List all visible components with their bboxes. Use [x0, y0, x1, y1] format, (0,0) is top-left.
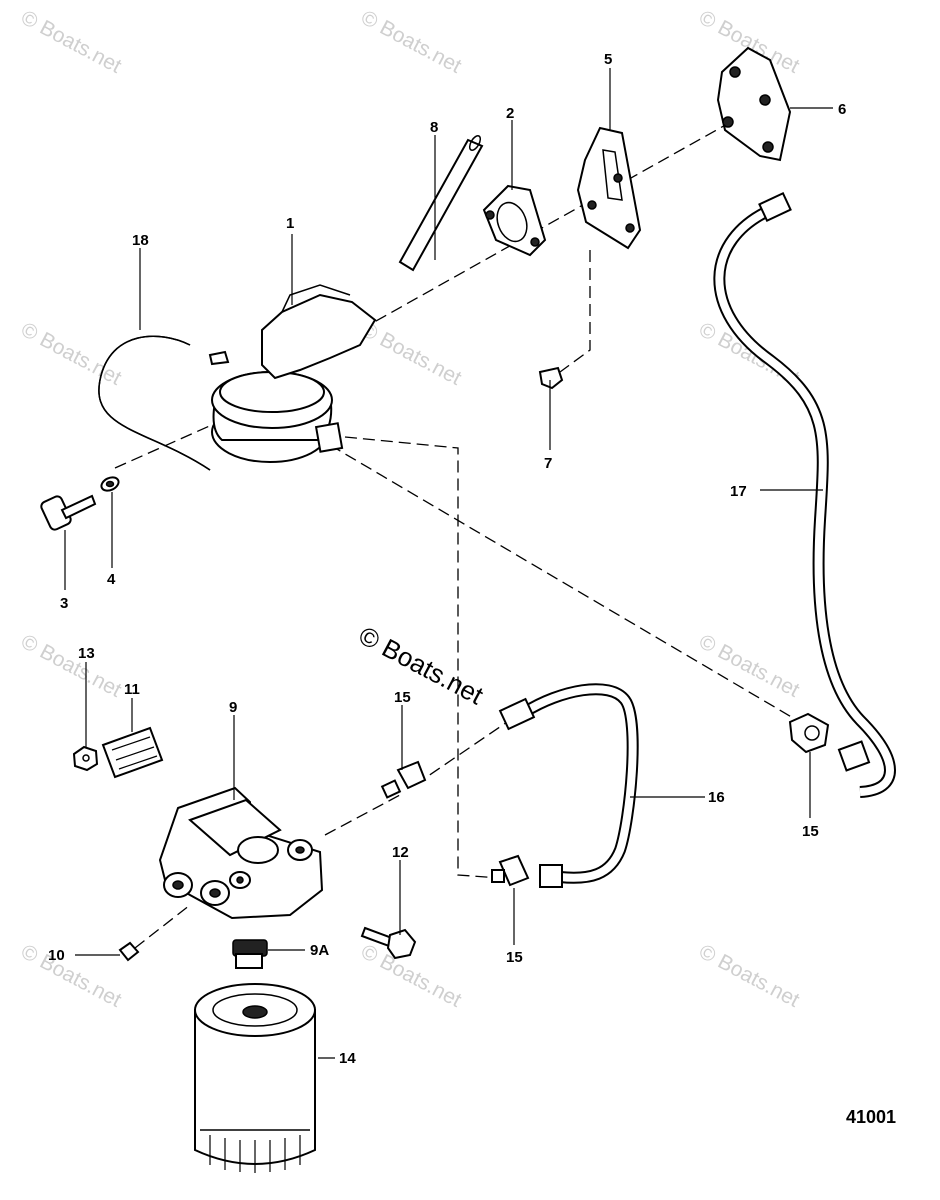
assembly-line	[344, 436, 501, 879]
assembly-line	[329, 444, 801, 723]
callout-8: 8	[430, 119, 438, 136]
part-12-bolt	[360, 926, 417, 960]
callout-14: 14	[339, 1050, 356, 1067]
part-15-fitting-bottom	[491, 854, 530, 887]
callout-13: 13	[78, 645, 95, 662]
part-3-bolt	[40, 494, 97, 531]
leader-lines	[64, 68, 833, 1059]
part-8-push-rod	[398, 135, 484, 272]
part-1-fuel-pump	[208, 284, 377, 463]
callout-4: 4	[107, 571, 116, 588]
part-2-gasket	[482, 184, 547, 257]
part-10-plug	[118, 941, 140, 962]
assembly-line	[134, 904, 191, 949]
part-9-filter-base	[158, 786, 324, 920]
callout-11: 11	[124, 681, 140, 698]
part-13-nut	[72, 745, 99, 772]
callout-7: 7	[544, 455, 552, 472]
diagram-plate-number: 41001	[846, 1107, 897, 1127]
callout-9a: 9A	[310, 942, 329, 959]
assembly-line	[324, 794, 401, 836]
part-18-hose	[98, 335, 211, 471]
part-14-filter	[194, 983, 316, 1173]
assembly-line	[414, 719, 511, 786]
callout-15-right: 15	[802, 823, 819, 840]
assembly-line	[559, 250, 591, 373]
callout-15-middle: 15	[394, 689, 411, 706]
callout-18: 18	[132, 232, 149, 249]
part-7-fitting	[538, 366, 564, 390]
part-4-washer	[100, 476, 120, 492]
callout-3: 3	[60, 595, 68, 612]
callout-17: 17	[730, 483, 747, 500]
callout-10: 10	[48, 947, 65, 964]
part-15-fitting-middle	[380, 760, 427, 799]
callout-9: 9	[229, 699, 237, 716]
callout-16: 16	[708, 789, 725, 806]
part-17-fuel-line	[713, 192, 896, 798]
callout-6: 6	[838, 101, 846, 118]
callout-5: 5	[604, 51, 612, 68]
callout-12: 12	[392, 844, 409, 861]
callout-15-bottom: 15	[506, 949, 523, 966]
callout-2: 2	[506, 105, 514, 122]
part-16-fuel-line	[498, 683, 639, 888]
part-6-cover-plate	[716, 46, 792, 162]
part-5-mounting-plate	[576, 126, 642, 250]
part-11-identification-plate	[101, 726, 164, 779]
part-9a-adapter	[232, 939, 268, 969]
callout-1: 1	[286, 215, 294, 232]
part-15-fitting-right	[788, 712, 830, 754]
assembly-line	[114, 407, 251, 469]
assembly-line	[359, 99, 771, 331]
